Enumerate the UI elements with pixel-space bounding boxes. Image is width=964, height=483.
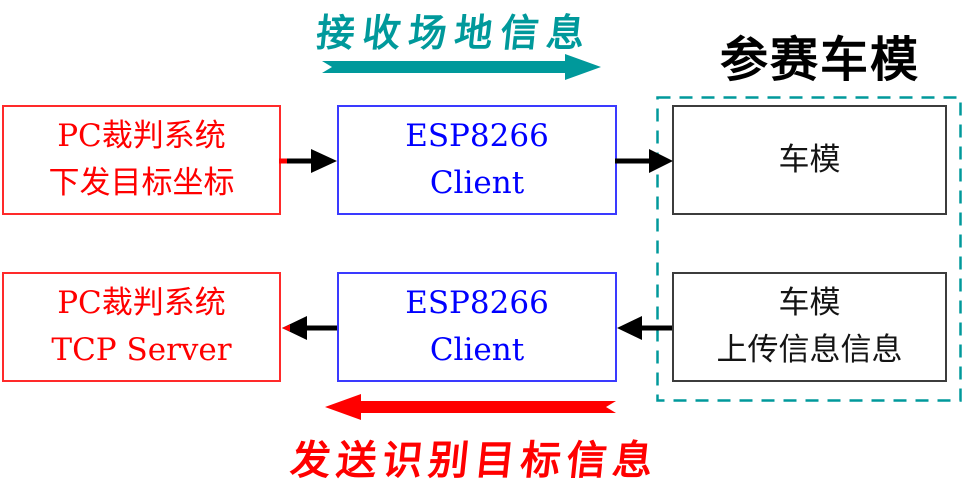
node-label-line1: 车模 <box>778 285 841 321</box>
node-esp8266-client-bottom: ESP8266 Client <box>337 272 617 382</box>
connector-esp-to-car-right-arrow-icon <box>615 149 673 173</box>
node-label-line1: ESP8266 <box>405 285 549 321</box>
receive-flow-right-arrow-icon <box>322 54 601 80</box>
node-label-line1: 车模 <box>778 141 841 178</box>
node-label-line2: 下发目标坐标 <box>48 165 235 201</box>
node-label-line1: PC裁判系统 <box>57 118 226 154</box>
node-pc-judge-tcp-server: PC裁判系统 TCP Server <box>2 272 281 382</box>
node-label-line2: 上传信息信息 <box>716 332 903 368</box>
connector-pc-to-esp-right-arrow-icon <box>279 149 337 173</box>
node-label-line1: ESP8266 <box>405 118 549 154</box>
node-esp8266-client-top: ESP8266 Client <box>337 105 617 215</box>
node-label-line2: TCP Server <box>51 332 232 368</box>
node-car-model-upload: 车模 上传信息信息 <box>672 272 947 382</box>
node-pc-judge-send: PC裁判系统 下发目标坐标 <box>2 105 281 215</box>
competition-car-group-title: 参赛车模 <box>719 32 920 88</box>
node-label-line1: PC裁判系统 <box>57 285 226 321</box>
connector-car-to-esp-left-arrow-icon <box>617 316 672 340</box>
node-label-line2: Client <box>429 332 525 368</box>
node-label-line2: Client <box>429 165 525 201</box>
connector-esp-to-pc-left-arrow-icon <box>282 316 337 340</box>
car-group-dashed-frame <box>656 96 962 402</box>
receive-field-info-title: 接收场地信息 <box>314 10 596 55</box>
send-target-info-title: 发送识别目标信息 <box>288 437 662 483</box>
node-car-model: 车模 <box>672 105 947 215</box>
send-flow-left-arrow-icon <box>325 394 616 420</box>
